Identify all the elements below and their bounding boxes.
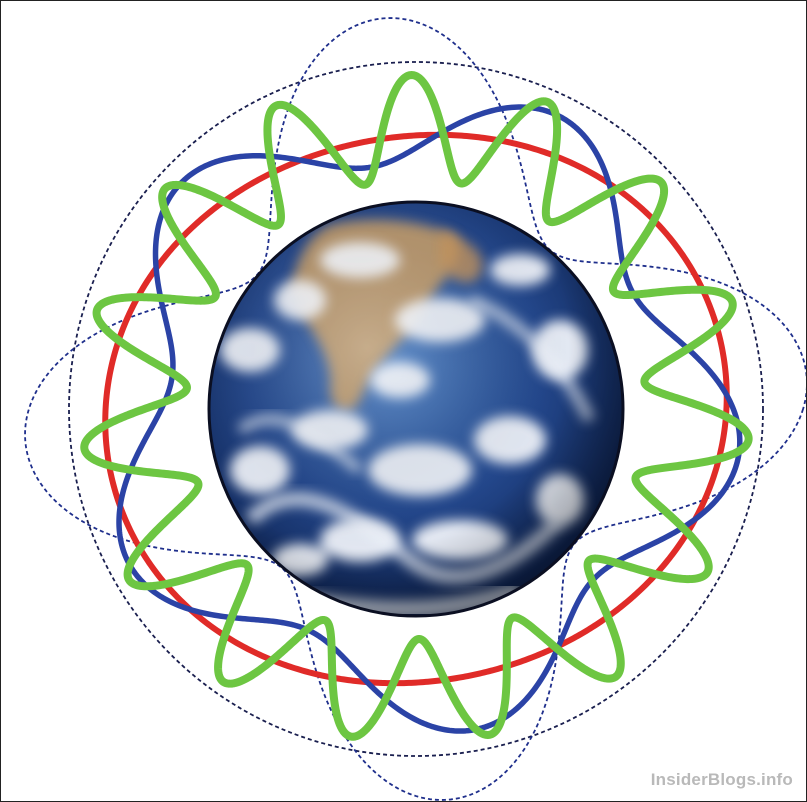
watermark-text: InsiderBlogs.info: [651, 770, 793, 790]
earth-globe: [208, 201, 624, 617]
